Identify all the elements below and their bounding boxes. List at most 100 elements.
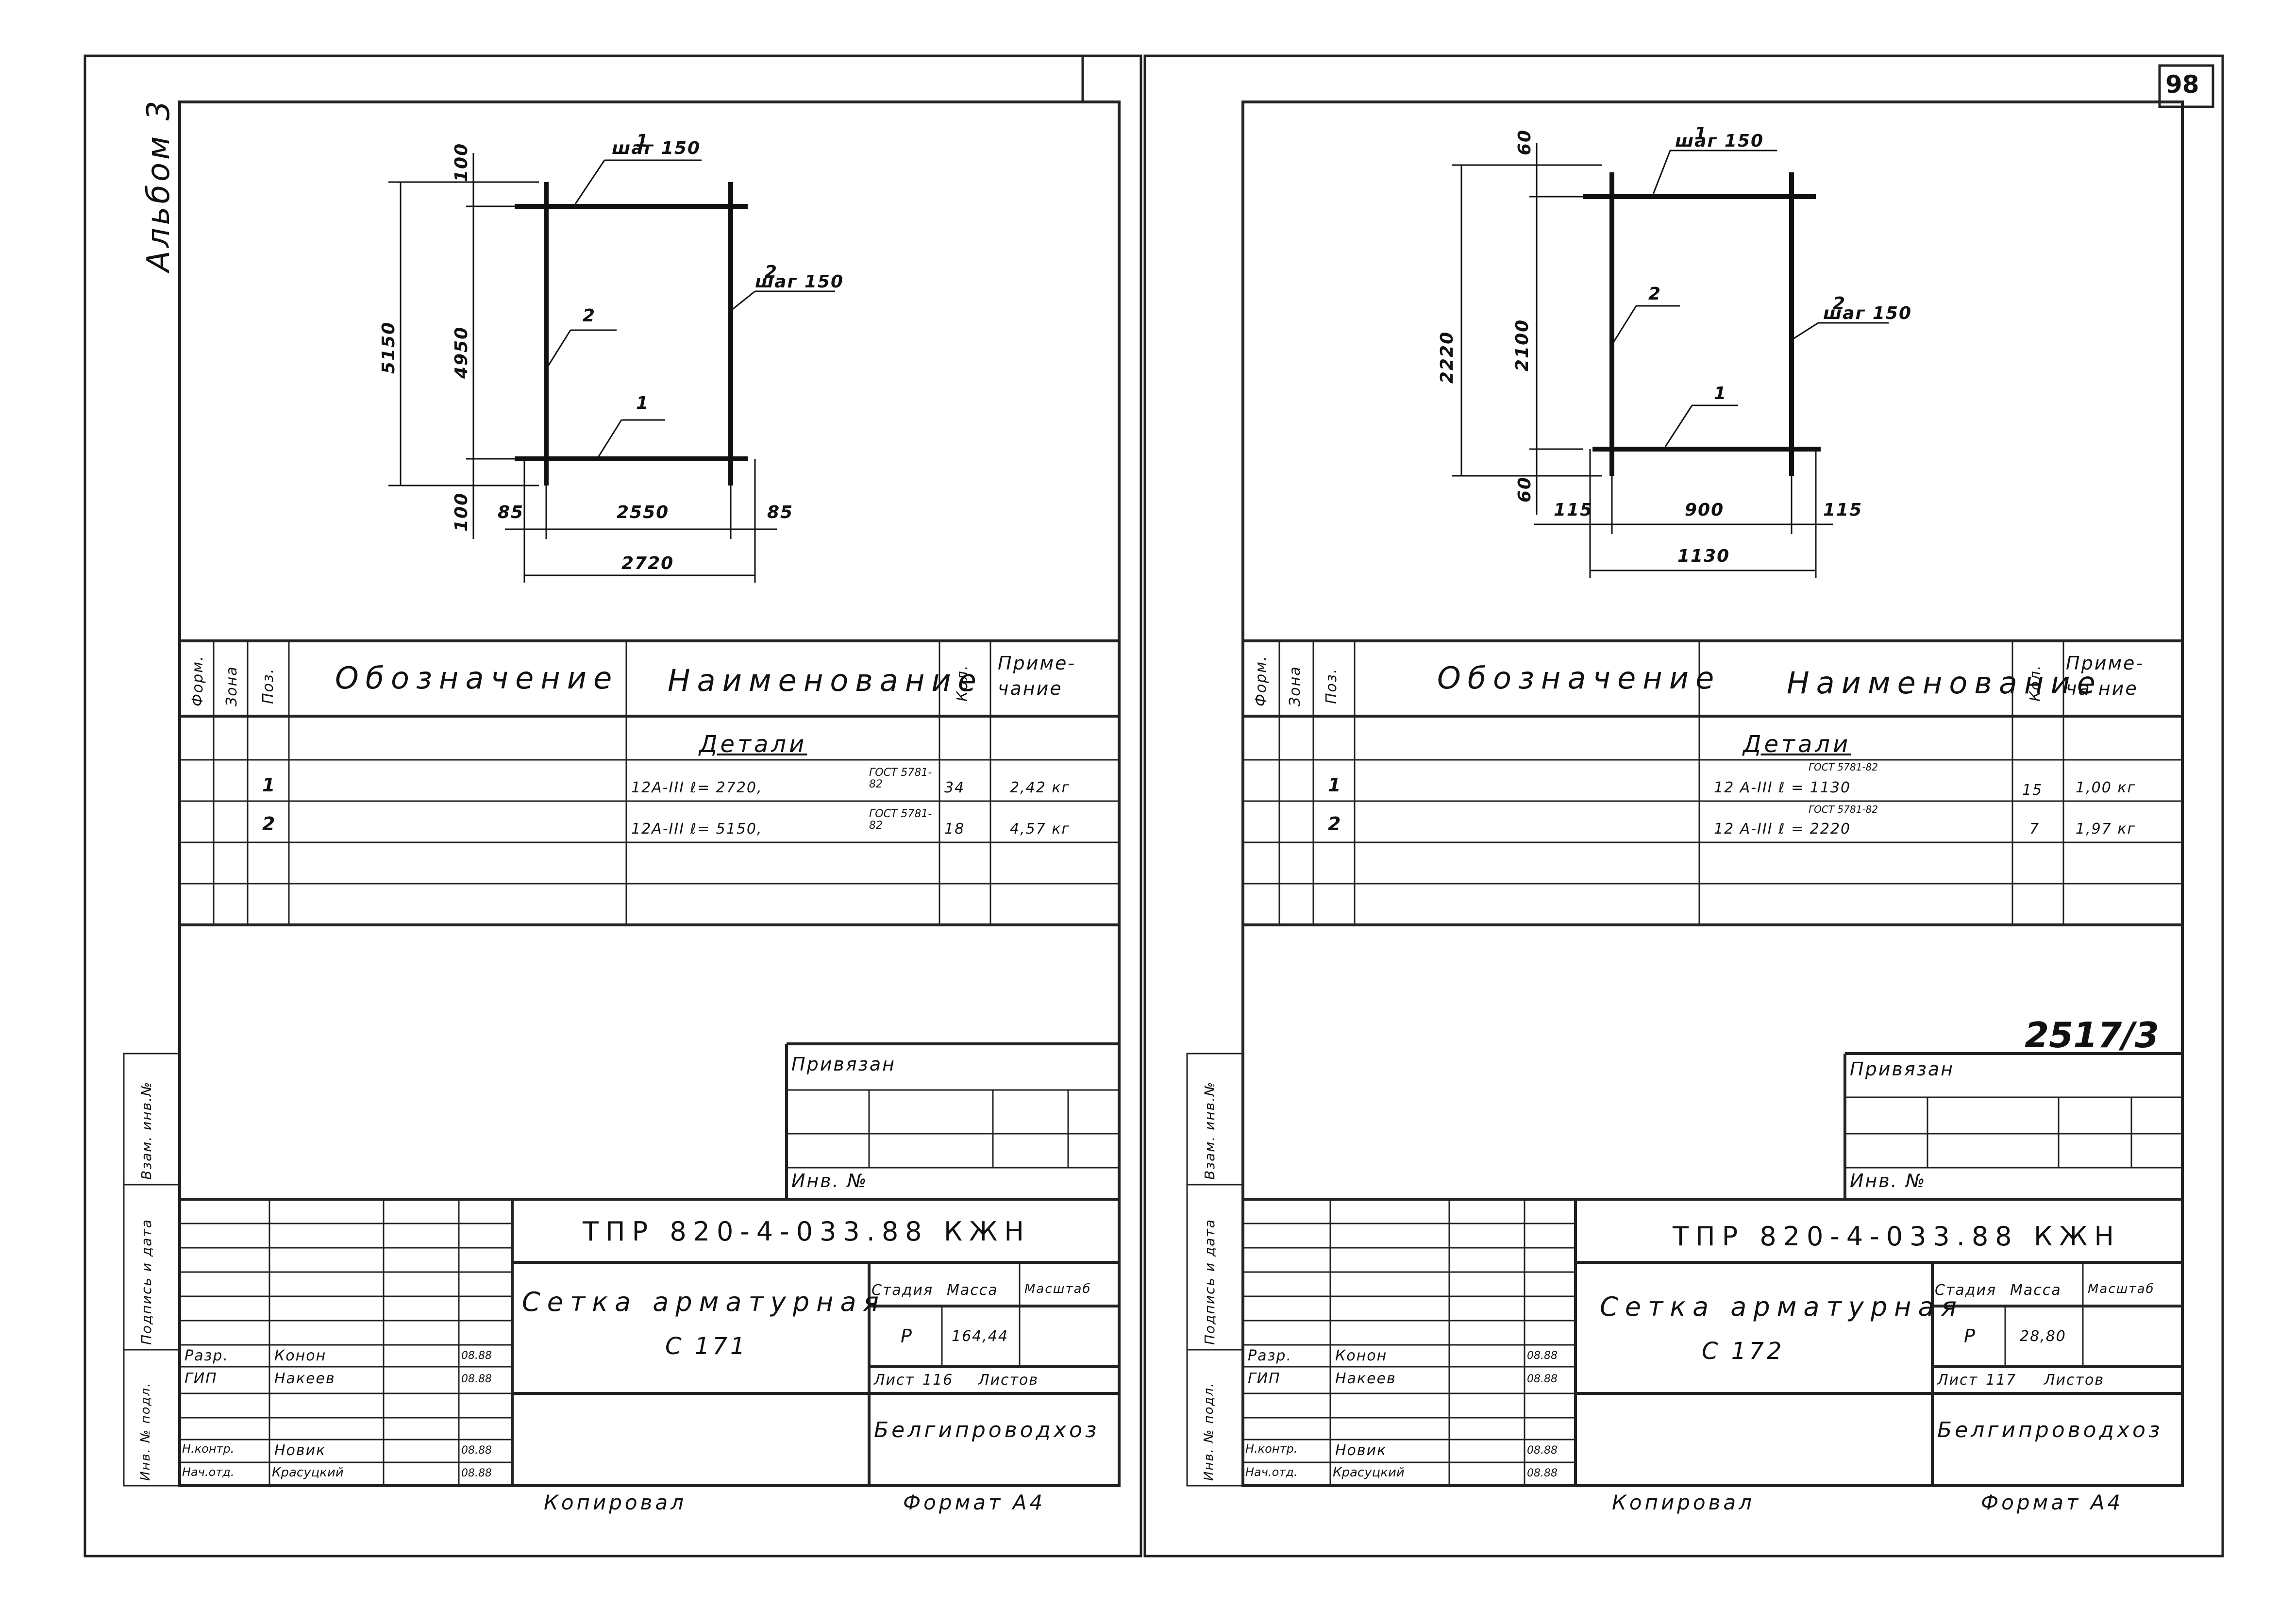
- date-3: 08.88: [461, 1444, 492, 1457]
- left-item-mark: С 171: [665, 1333, 748, 1360]
- right-dim-mid: 900: [1685, 500, 1725, 520]
- right-col-designation: Обозначение: [1437, 660, 1721, 696]
- left-row1-gost: ГОСТ 5781-82: [869, 767, 932, 790]
- left-row2-qty: 18: [944, 821, 965, 838]
- left-mesh-drawing: [388, 153, 835, 583]
- left-row1-pos: 1: [262, 774, 277, 796]
- org-label: Белгипроводхоз: [874, 1418, 1100, 1442]
- col-pos: Поз.: [260, 668, 277, 704]
- left-row2-gost: ГОСТ 5781-82: [869, 808, 932, 832]
- right-dim-bottom: 60: [1515, 476, 1535, 503]
- privyazan-label: Привязан: [791, 1054, 896, 1075]
- right-sheet-no: 117: [1986, 1372, 2017, 1389]
- right-privyazan-label: Привязан: [1850, 1058, 1954, 1080]
- right-row2-gost: ГОСТ 5781-82: [1809, 804, 1878, 815]
- right-dept-head-name: Красуцкий: [1333, 1465, 1405, 1480]
- right-norm-control-name: Новик: [1335, 1442, 1387, 1459]
- col-designation: Обозначение: [335, 660, 619, 696]
- right-dim-left: 115: [1554, 500, 1593, 520]
- right-col-qty: Кол.: [2027, 664, 2044, 702]
- sheet-label: Лист: [874, 1372, 915, 1389]
- right-col-pos: Поз.: [1323, 668, 1340, 704]
- left-row1-spec: 12А-III ℓ= 2720,: [631, 779, 763, 796]
- norm-control-label: Н.контр.: [182, 1442, 235, 1456]
- album-label: Альбом 3: [141, 98, 177, 272]
- left-row2-pos: 2: [262, 813, 277, 835]
- right-dim-right: 115: [1823, 500, 1863, 520]
- right-col-name: Наименование: [1787, 665, 2102, 701]
- right-stage: Р: [1964, 1325, 1977, 1347]
- doc-number: 2517/3: [2025, 1015, 2159, 1056]
- right-item-name: Сетка арматурная: [1600, 1291, 1964, 1322]
- right-date-4: 08.88: [1527, 1467, 1558, 1479]
- right-gip-label: ГИП: [1248, 1370, 1281, 1387]
- right-row2-qty: 7: [2029, 821, 2040, 838]
- col-qty: Кол.: [954, 664, 971, 702]
- date-1: 08.88: [461, 1350, 492, 1362]
- right-row1-pos: 1: [1328, 774, 1342, 796]
- right-section-title: Детали: [1743, 731, 1851, 758]
- left-bar2-label: 2: [765, 262, 778, 282]
- left-bar2b-label: 2: [583, 306, 596, 326]
- stage-label: Стадия: [871, 1282, 934, 1299]
- col-note: Приме- чание: [998, 653, 1076, 699]
- right-title-code: ТПР 820-4-033.88 КЖН: [1673, 1221, 2121, 1252]
- right-sheets-label: Листов: [2044, 1372, 2105, 1389]
- format-label: Формат А4: [903, 1491, 1046, 1514]
- col-format: Форм.: [189, 655, 206, 706]
- right-row2-spec: 12 А-III ℓ = 2220: [1714, 821, 1851, 838]
- right-podpis-data-label: Подпись и дата: [1202, 1219, 1218, 1345]
- right-row1-note: 1,00 кг: [2076, 779, 2136, 796]
- section-title: Детали: [699, 731, 807, 758]
- right-item-mark: С 172: [1702, 1338, 1785, 1365]
- right-vzam-inv-label: Взам. инв.№: [1202, 1081, 1218, 1180]
- left-dim-total-height: 5150: [379, 321, 399, 374]
- inv-no-label: Инв. №: [791, 1170, 868, 1191]
- right-dim-top: 60: [1515, 129, 1535, 155]
- podpis-data-label: Подпись и дата: [138, 1219, 154, 1345]
- page-number: 98: [2165, 70, 2199, 99]
- right-row1-gost: ГОСТ 5781-82: [1809, 761, 1878, 773]
- right-bar1b-label: 1: [1714, 384, 1727, 403]
- left-dim-mid: 2550: [617, 503, 670, 522]
- right-dept-head-label: Нач.отд.: [1245, 1465, 1298, 1479]
- dept-head-label: Нач.отд.: [182, 1465, 235, 1479]
- col-name: Наименование: [668, 663, 983, 698]
- left-row1-qty: 34: [944, 779, 965, 796]
- left-dim-top: 100: [452, 142, 471, 182]
- left-dim-inner-height: 4950: [452, 326, 471, 379]
- col-zone: Зона: [223, 666, 240, 706]
- sheets-label: Листов: [978, 1372, 1039, 1389]
- inv-podl-label: Инв. № подл.: [138, 1382, 153, 1481]
- right-dim-total-width: 1130: [1677, 546, 1730, 566]
- right-date-3: 08.88: [1527, 1444, 1558, 1457]
- left-dim-right: 85: [767, 503, 794, 522]
- right-date-2: 08.88: [1527, 1373, 1558, 1385]
- right-date-1: 08.88: [1527, 1350, 1558, 1362]
- right-stage-label: Стадия: [1935, 1282, 1997, 1299]
- left-dim-left: 85: [498, 503, 524, 522]
- right-row1-spec: 12 А-III ℓ = 1130: [1714, 779, 1851, 796]
- left-row2-note: 4,57 кг: [1010, 821, 1071, 838]
- gip-name: Накеев: [274, 1370, 335, 1387]
- right-bar2-label: 2: [1833, 294, 1846, 314]
- right-row2-pos: 2: [1328, 813, 1342, 835]
- left-title-code: ТПР 820-4-033.88 КЖН: [583, 1216, 1031, 1247]
- right-bar1-label: 1: [1694, 124, 1708, 144]
- right-inv-podl-label: Инв. № подл.: [1202, 1382, 1216, 1481]
- left-bar1-step: шаг 150: [612, 138, 701, 158]
- right-scale-label: Масштаб: [2088, 1282, 2155, 1296]
- right-inv-no-label: Инв. №: [1850, 1170, 1927, 1191]
- left-bar2-step: шаг 150: [755, 272, 844, 292]
- left-sheet-no: 116: [922, 1372, 954, 1389]
- right-sheet-label: Лист: [1937, 1372, 1978, 1389]
- scale-label: Масштаб: [1024, 1282, 1091, 1296]
- right-developer-label: Разр.: [1248, 1347, 1292, 1364]
- date-4: 08.88: [461, 1467, 492, 1479]
- vzam-inv-label: Взам. инв.№: [138, 1081, 154, 1180]
- right-mesh-drawing: [1452, 143, 1889, 578]
- left-item-name: Сетка арматурная: [522, 1287, 886, 1317]
- gip-label: ГИП: [184, 1370, 218, 1387]
- left-row2-spec: 12А-III ℓ= 5150,: [631, 821, 763, 838]
